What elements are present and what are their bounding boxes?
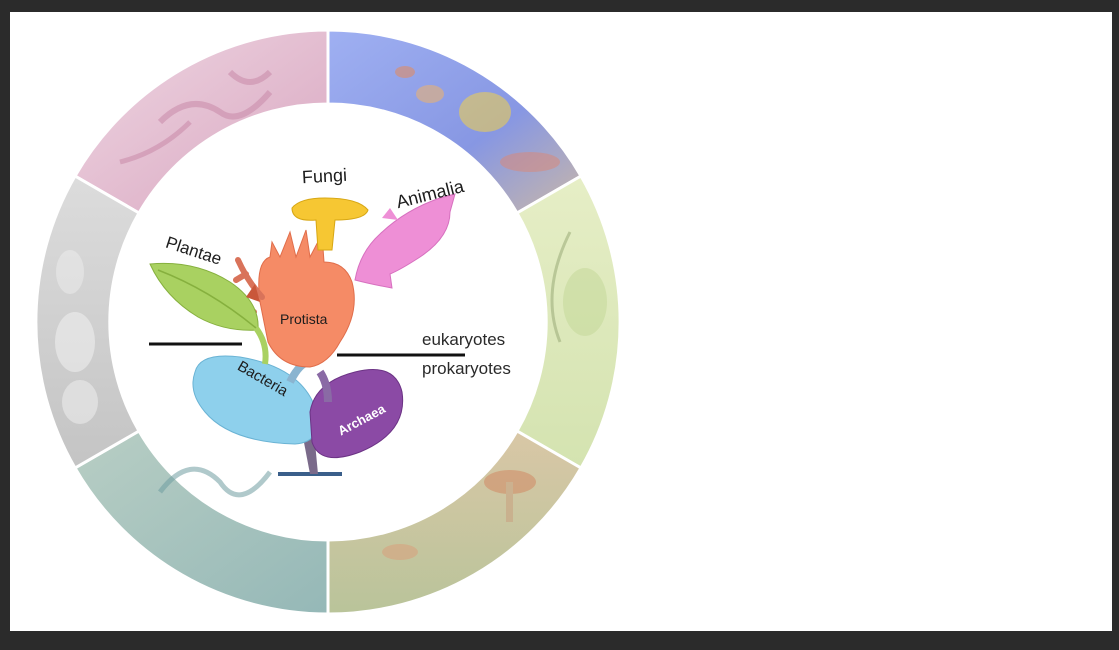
animalia-branch [354,193,456,289]
fungi-label: Fungi [301,165,347,187]
ring-segment-mushroom-photo [326,428,584,616]
tree-illustration: Fungi Animalia Plantae Protista Bacteria… [149,165,467,476]
eukaryotes-label: eukaryotes [422,330,506,349]
photo-ring [34,28,622,616]
slide-canvas: Fungi Animalia Plantae Protista Bacteria… [10,12,1112,631]
photo-texture [55,66,607,560]
ring-segment-forest-photo [72,428,330,616]
archaea-branch [309,369,404,459]
prokaryotes-label: prokaryotes [422,359,511,378]
protista-branch [258,229,355,368]
tree-of-life-diagram: Fungi Animalia Plantae Protista Bacteria… [34,28,622,616]
protista-label: Protista [280,311,328,327]
fungi-branch [291,197,369,251]
ring-segment-bacteria-photo [72,28,330,216]
